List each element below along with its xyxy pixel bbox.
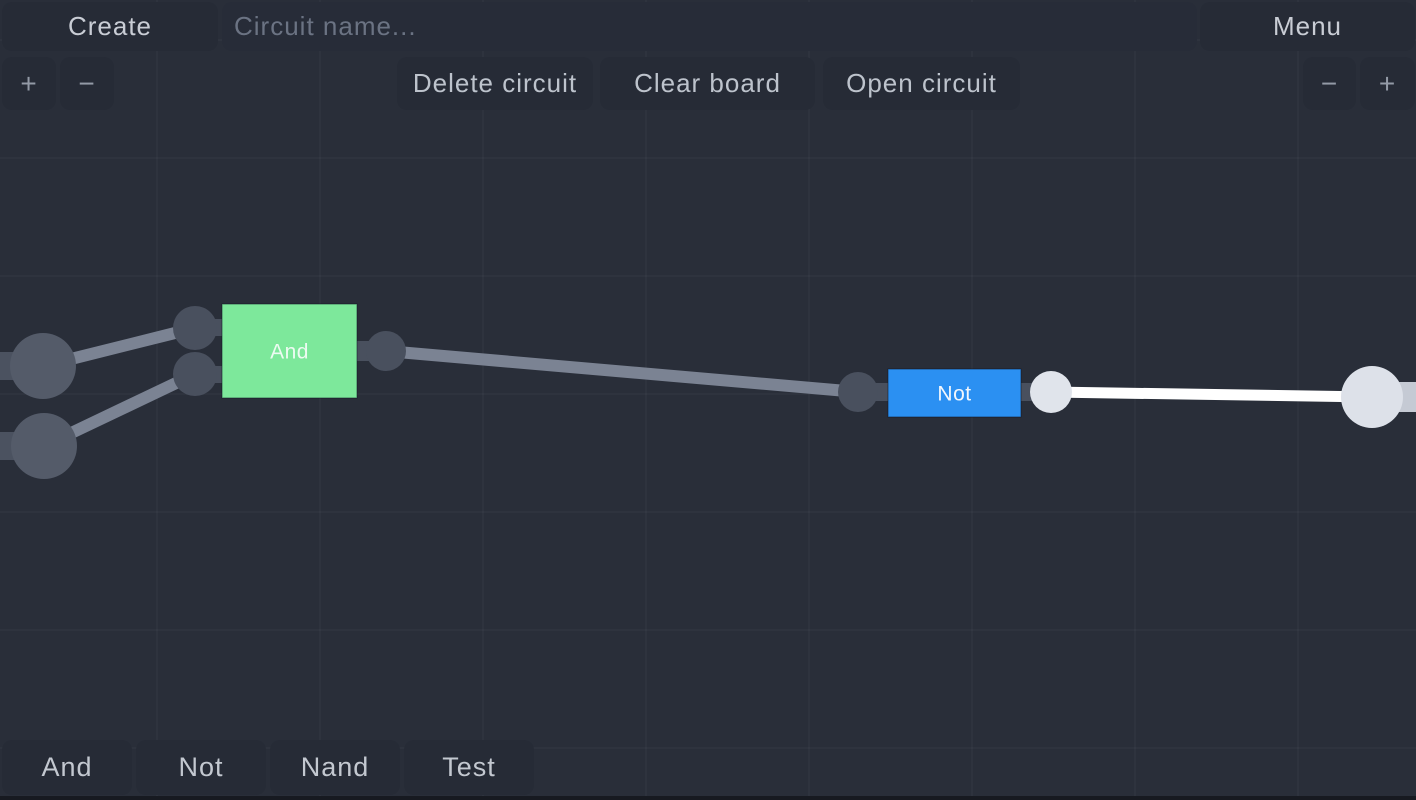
wire-off[interactable] [385, 345, 859, 398]
gate-input-port[interactable] [173, 306, 217, 350]
delete-circuit-button[interactable]: Delete circuit [397, 57, 593, 110]
zoom-in-button-right[interactable]: + [1360, 57, 1415, 110]
zoom-out-button-left[interactable]: − [60, 57, 114, 110]
gate-and[interactable] [221, 303, 358, 399]
gate-not[interactable] [887, 368, 1022, 418]
create-button[interactable]: Create [2, 2, 218, 51]
circuit-output-terminal[interactable] [1341, 366, 1403, 428]
gate-output-port-on[interactable] [1030, 371, 1072, 413]
gate-label-not: Not [937, 383, 971, 406]
gate-input-port[interactable] [173, 352, 217, 396]
menu-button[interactable]: Menu [1200, 2, 1415, 51]
gate-label-and: And [270, 341, 309, 364]
palette-item-and[interactable]: And [2, 740, 132, 795]
palette-item-nand[interactable]: Nand [270, 740, 400, 795]
circuit-name-input[interactable] [222, 2, 1197, 51]
palette-item-test[interactable]: Test [404, 740, 534, 795]
gate-output-port[interactable] [366, 331, 406, 371]
clear-board-button[interactable]: Clear board [600, 57, 815, 110]
zoom-out-button-right[interactable]: − [1303, 57, 1356, 110]
palette-item-not[interactable]: Not [136, 740, 266, 795]
bottom-edge-strip [0, 796, 1416, 800]
zoom-in-button-left[interactable]: + [2, 57, 56, 110]
circuit-input-terminal[interactable] [10, 333, 76, 399]
wire-on[interactable] [1050, 386, 1373, 403]
circuit-input-terminal[interactable] [11, 413, 77, 479]
open-circuit-button[interactable]: Open circuit [823, 57, 1020, 110]
gate-input-port[interactable] [838, 372, 878, 412]
